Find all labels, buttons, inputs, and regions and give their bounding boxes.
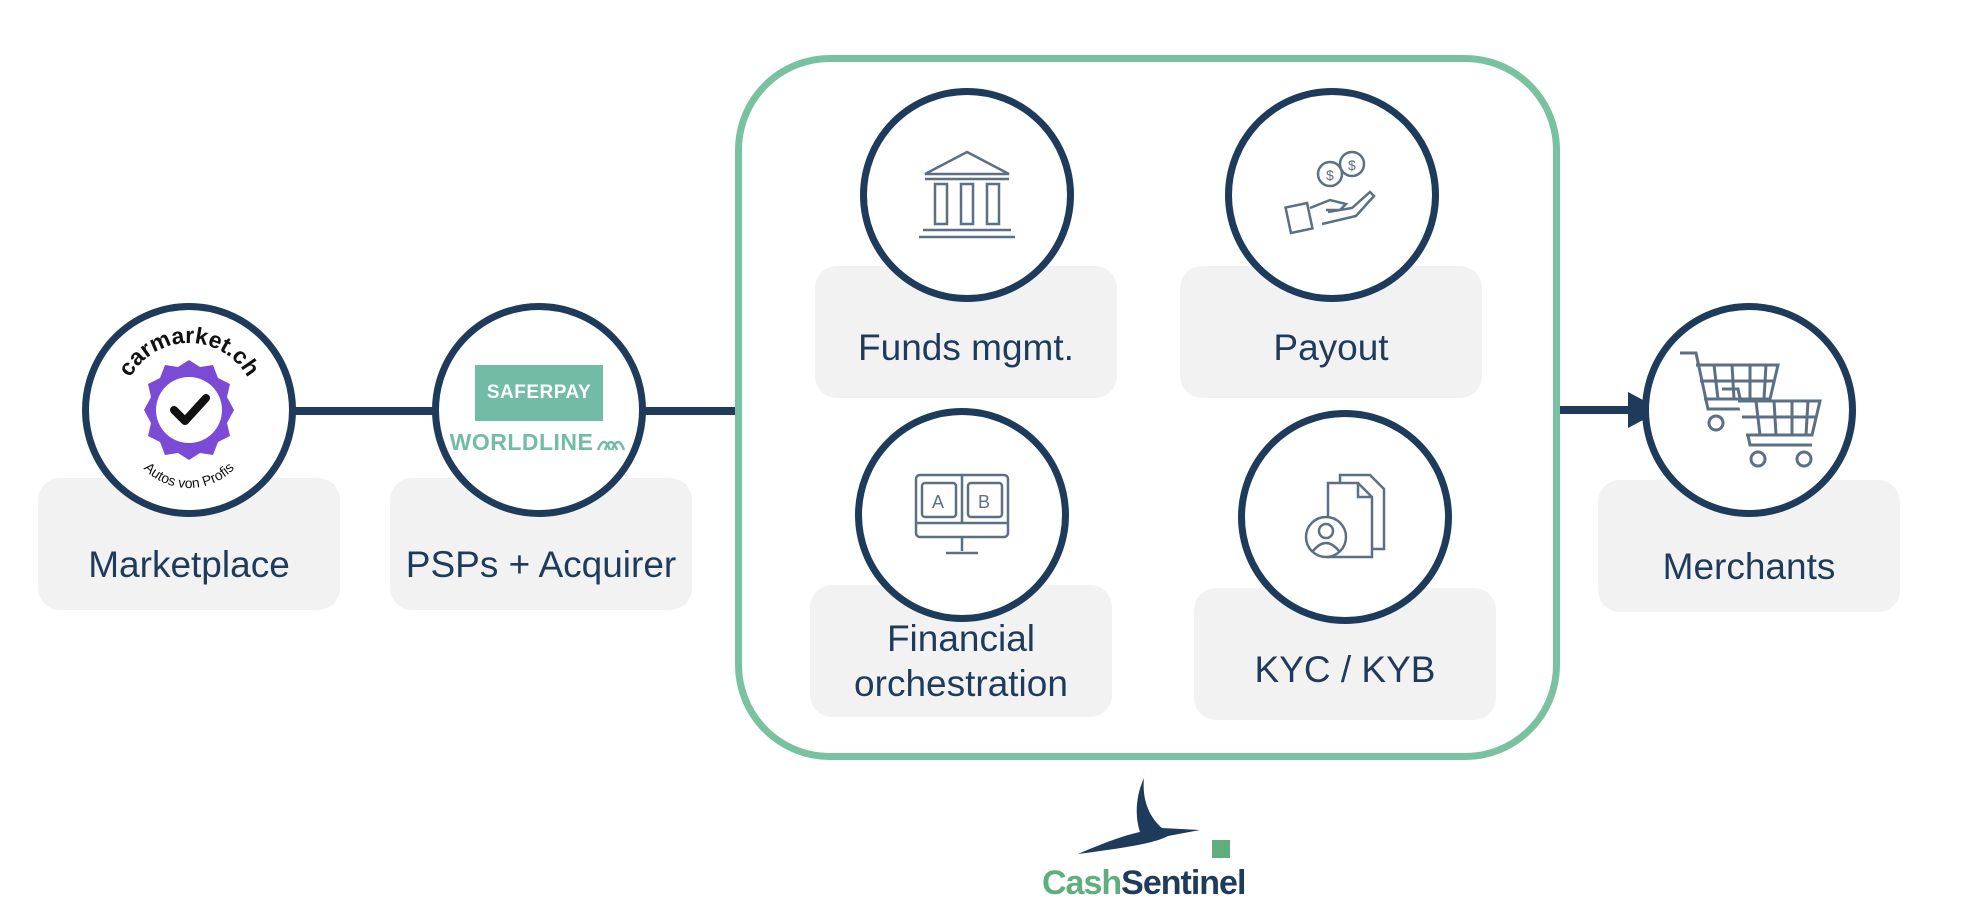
kyc-document-icon <box>1304 473 1386 559</box>
payout-label: Payout <box>1273 326 1389 368</box>
connector-psp-platform <box>645 407 735 415</box>
merchants-circle <box>1642 303 1856 517</box>
checkmark-icon <box>170 394 210 425</box>
heron-logo-icon <box>1078 778 1230 858</box>
platform-container <box>735 55 1560 760</box>
ab-icon-b: B <box>978 492 990 512</box>
hand-coins-icon: $ $ <box>1284 150 1376 235</box>
worldline-wave-icon <box>597 440 626 451</box>
svg-text:$: $ <box>1348 157 1356 173</box>
svg-text:Autos von Profis: Autos von Profis <box>141 459 237 491</box>
psp-circle: SAFERPAY WORLDLINE <box>432 303 646 517</box>
kyc-label: KYC / KYB <box>1254 648 1436 690</box>
svg-text:$: $ <box>1326 167 1334 183</box>
worldline-logo: WORLDLINE <box>449 428 594 455</box>
funds-circle <box>860 88 1074 302</box>
kyc-circle <box>1238 410 1452 624</box>
connector-platform-merchants <box>1560 406 1642 414</box>
saferpay-logo: SAFERPAY <box>475 364 603 421</box>
ab-test-monitor-icon: A B <box>914 473 1010 555</box>
carmarket-logo-icon: carmarket.ch Autos von Profis <box>113 322 266 491</box>
brand-part1: Cash <box>1042 864 1122 902</box>
psp-label: PSPs + Acquirer <box>405 543 677 585</box>
connector-marketplace-psp <box>295 407 435 415</box>
shopping-carts-icon <box>1680 351 1822 468</box>
merchants-label: Merchants <box>1662 545 1836 587</box>
financial-circle: A B <box>855 408 1069 622</box>
ab-icon-a: A <box>932 492 944 512</box>
bank-icon <box>919 150 1015 238</box>
carmarket-tagline-text: Autos von Profis <box>141 459 237 491</box>
financial-label-line1: Financial <box>886 618 1036 659</box>
marketplace-label: Marketplace <box>88 543 290 585</box>
cashsentinel-brand: CashSentinel <box>1042 864 1246 903</box>
payout-circle: $ $ <box>1225 88 1439 302</box>
brand-part2: Sentinel <box>1121 864 1246 902</box>
marketplace-circle: carmarket.ch Autos von Profis <box>82 303 296 517</box>
psp-label-box: PSPs + Acquirer <box>390 478 692 610</box>
financial-label-line2: orchestration <box>854 663 1068 704</box>
funds-label: Funds mgmt. <box>858 326 1074 368</box>
